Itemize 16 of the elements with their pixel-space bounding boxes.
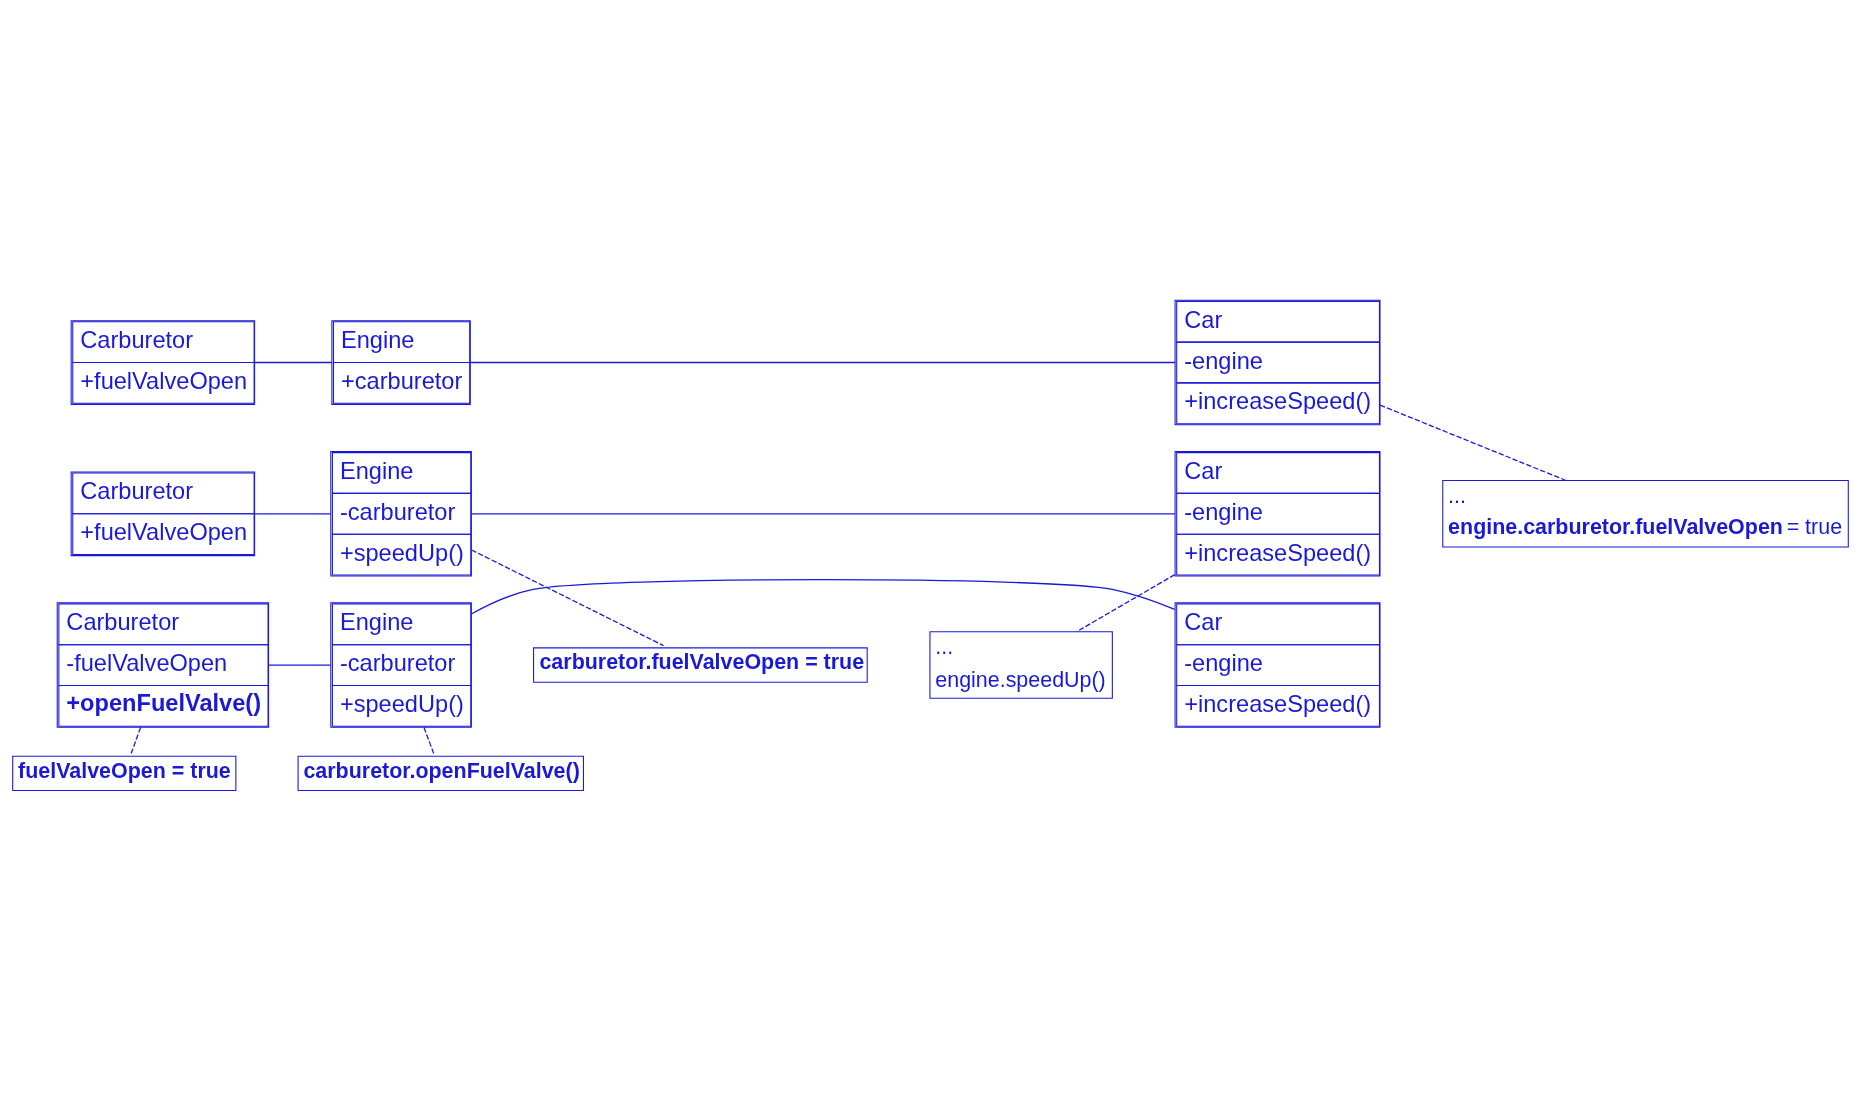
connector	[1076, 574, 1176, 633]
connector	[268, 664, 331, 666]
connector	[469, 361, 1176, 364]
connector	[130, 726, 142, 755]
node-box: ... engine.speedUp()	[929, 631, 1113, 699]
node-box: carburetor.openFuelValve()	[297, 755, 584, 792]
connector	[254, 361, 333, 364]
connector	[471, 549, 665, 647]
node-box: carburetor.fuelValveOpen = true	[533, 647, 868, 683]
connector	[471, 513, 1176, 515]
connector	[254, 513, 332, 515]
connector	[1379, 404, 1567, 482]
connector	[423, 726, 435, 755]
connector	[470, 579, 1176, 615]
node-box: ... engine.carburetor.fuelValveOpen = true	[1442, 480, 1849, 548]
node-box: fuelValveOpen = true	[12, 755, 237, 792]
